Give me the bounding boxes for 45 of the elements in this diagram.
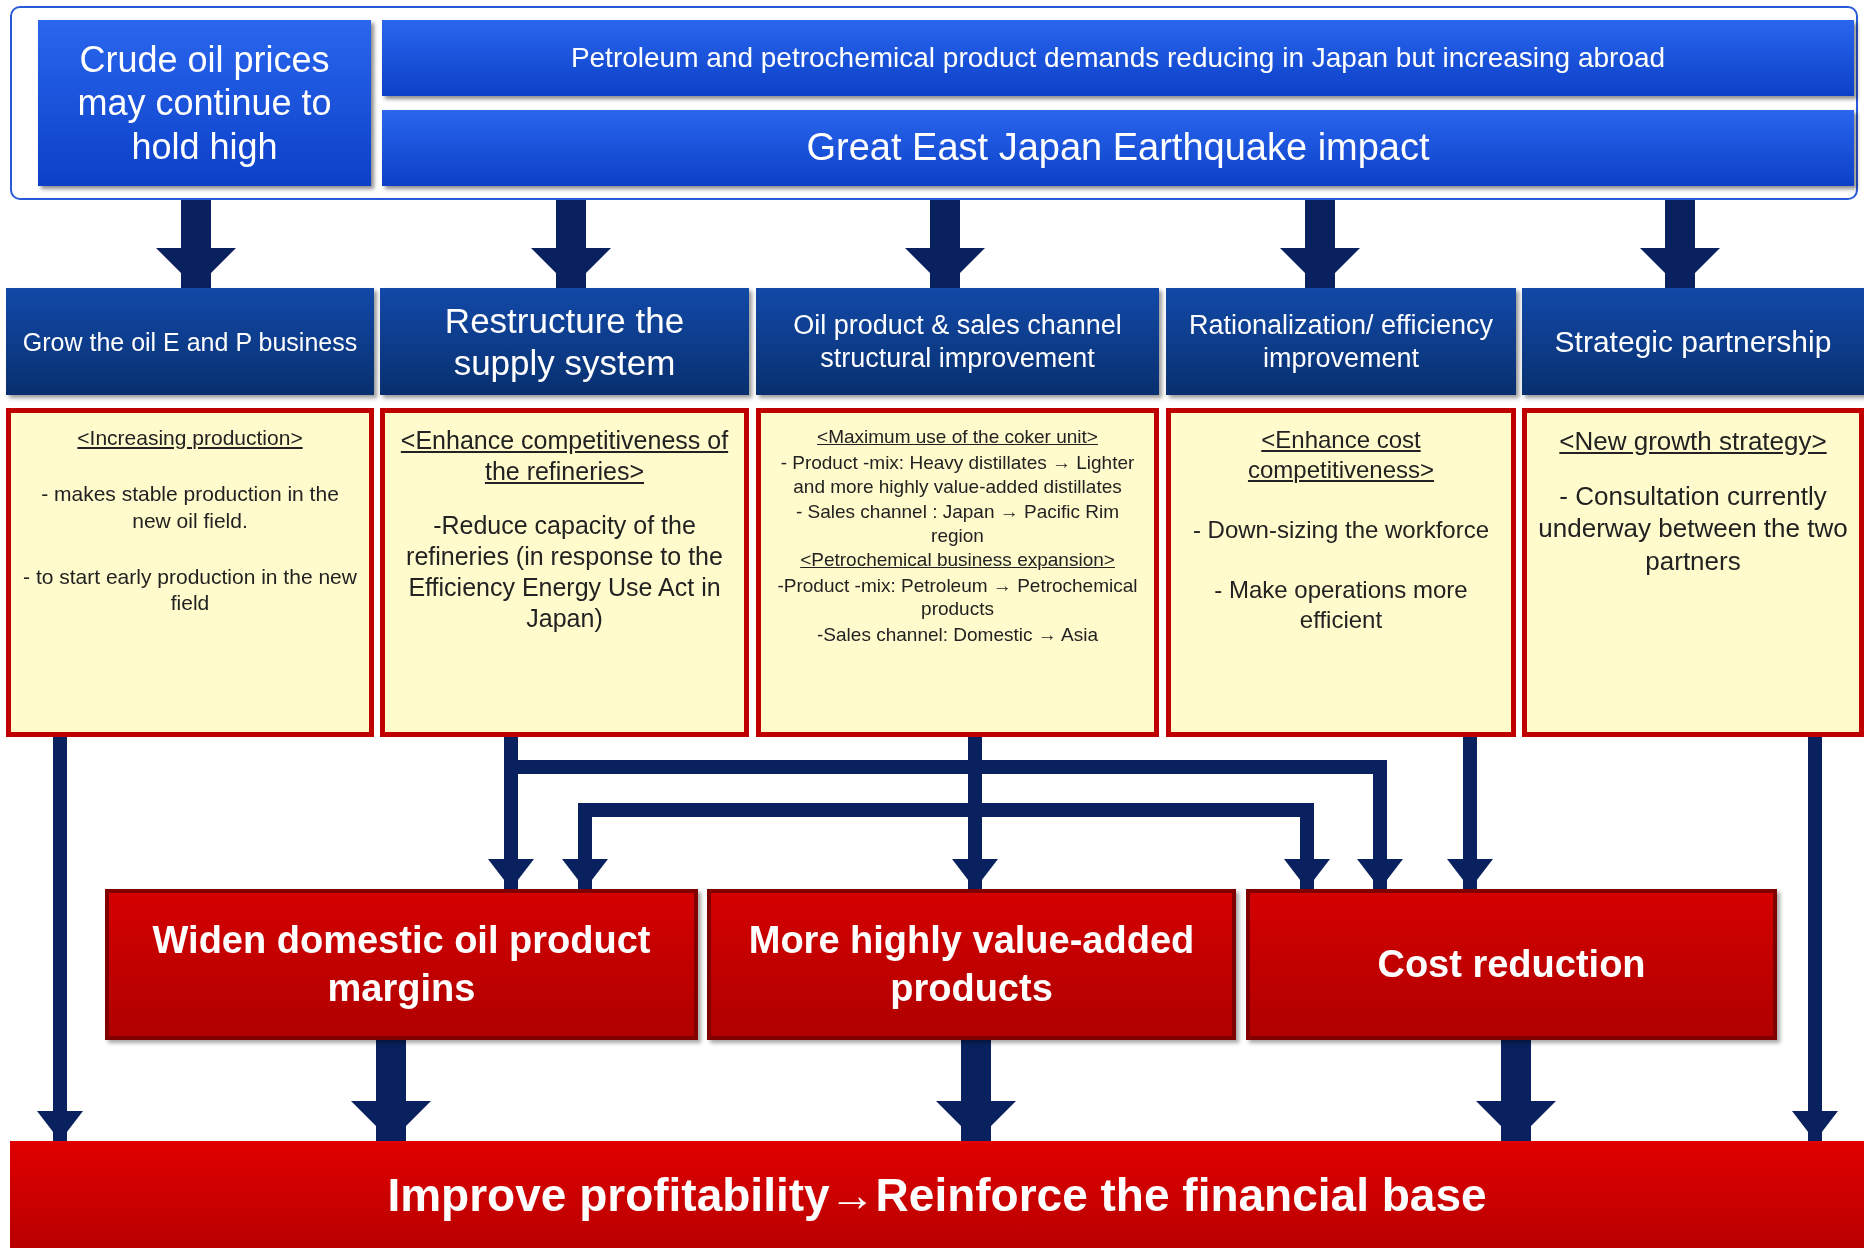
arrow bbox=[1447, 737, 1493, 889]
arrow bbox=[351, 1040, 431, 1141]
arrow bbox=[905, 200, 985, 288]
box-heading: <Petrochemical business expansion> bbox=[800, 547, 1115, 572]
arrow bbox=[1280, 200, 1360, 288]
strategy-header: Strategic partnership bbox=[1522, 288, 1864, 395]
arrow bbox=[936, 1040, 1016, 1141]
factor-box: Petroleum and petrochemical product demands reducing in Japan but increasing abroad bbox=[382, 20, 1854, 96]
factor-box: Great East Japan Earthquake impact bbox=[382, 110, 1854, 186]
box-heading: <Enhance cost competitiveness> bbox=[1246, 425, 1436, 485]
strategy-header: Rationalization/ efficiency improvement bbox=[1166, 288, 1516, 395]
arrow bbox=[531, 200, 611, 288]
factor-box: Crude oil prices may continue to hold high bbox=[38, 20, 371, 186]
outcome-box: Cost reduction bbox=[1246, 889, 1777, 1040]
box-heading: <Increasing production> bbox=[77, 425, 303, 451]
goal-banner: Improve profitability→Reinforce the financial base bbox=[10, 1141, 1864, 1248]
outcome-box: Widen domestic oil product margins bbox=[105, 889, 698, 1040]
box-text: -Reduce capacity of the refineries (in response to the Efficiency Energy Use Act in Japan) bbox=[405, 509, 724, 635]
arrow bbox=[1792, 737, 1838, 1141]
strategy-header: Restructure the supply system bbox=[380, 288, 749, 395]
strategy-header: Grow the oil E and P business bbox=[6, 288, 374, 395]
box-text: -Product -mix: Petroleum → Petrochemical products bbox=[776, 573, 1139, 621]
detail-box bbox=[1522, 408, 1864, 737]
box-heading: <New growth strategy> bbox=[1559, 425, 1827, 458]
box-text: - Down-sizing the workforce bbox=[1192, 515, 1490, 545]
arrow bbox=[156, 200, 236, 288]
detail-box bbox=[756, 408, 1159, 737]
box-text: - makes stable production in the new oil field. bbox=[40, 481, 340, 534]
box-text: - Make operations more efficient bbox=[1213, 575, 1469, 635]
box-text: - Sales channel : Japan → Pacific Rim region bbox=[794, 500, 1121, 548]
box-heading: <Maximum use of the coker unit> bbox=[817, 425, 1098, 449]
arrow bbox=[1640, 200, 1720, 288]
box-text: - to start early production in the new field bbox=[22, 563, 358, 616]
detail-box bbox=[6, 408, 374, 737]
box-heading: <Enhance competitiveness of the refineries> bbox=[399, 425, 730, 488]
arrow bbox=[1476, 1040, 1556, 1141]
box-text: - Consultation currently underway between the two partners bbox=[1537, 479, 1849, 577]
strategy-header: Oil product & sales channel structural improvement bbox=[756, 288, 1159, 395]
outcome-box: More highly value-added products bbox=[707, 889, 1236, 1040]
detail-box bbox=[1166, 408, 1516, 737]
box-text: - Product -mix: Heavy distillates → Lighter and more highly value-added distillates bbox=[779, 450, 1136, 499]
box-text: -Sales channel: Domestic → Asia bbox=[817, 623, 1098, 647]
arrow bbox=[37, 737, 83, 1141]
detail-box bbox=[380, 408, 749, 737]
context-panel bbox=[10, 6, 1858, 200]
